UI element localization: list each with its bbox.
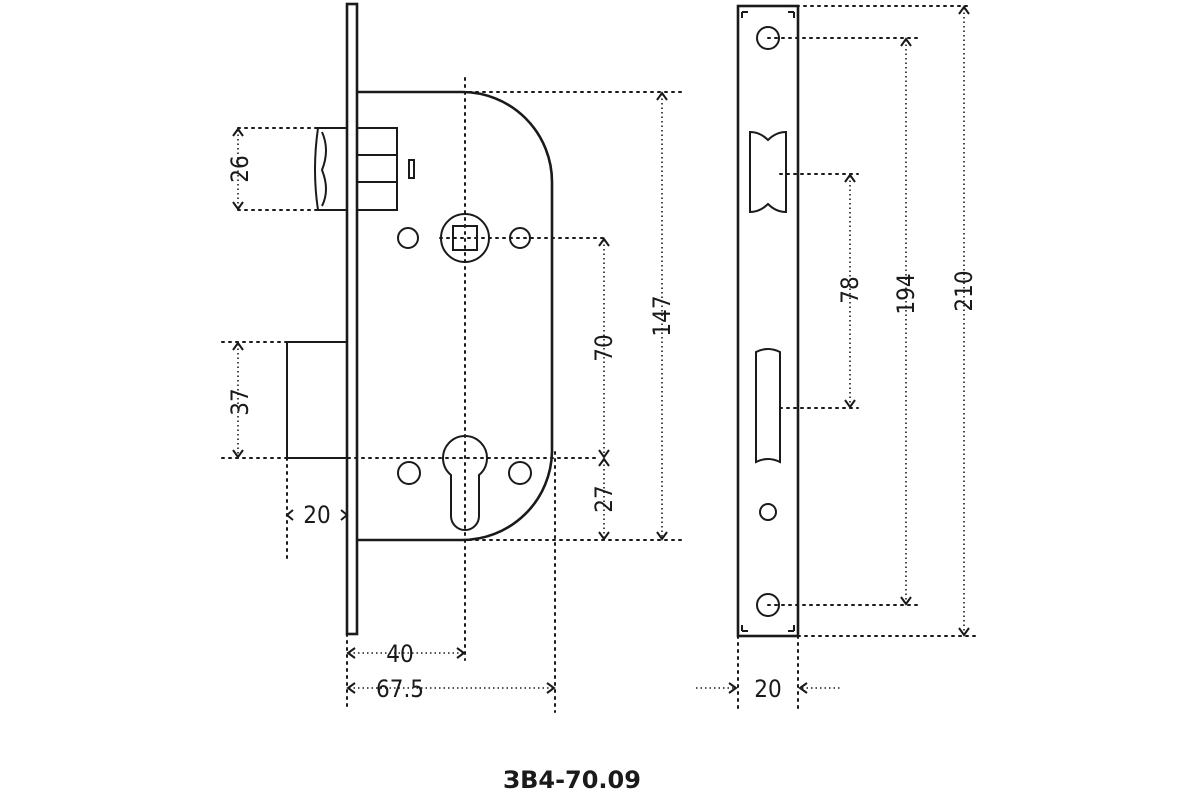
dim-handle-to-cylinder: 70 xyxy=(590,334,618,361)
model-number: ЗВ4-70.09 xyxy=(503,766,641,794)
lock-body-view: 26 37 20 70 27 147 40 67.5 xyxy=(221,2,685,713)
dim-case-height: 147 xyxy=(648,295,676,336)
latch-bolt xyxy=(314,127,415,211)
dim-faceplate-width: 20 xyxy=(754,675,781,703)
dim-cylinder-to-bottom: 27 xyxy=(590,485,618,512)
dim-bolt-throw: 20 xyxy=(303,501,330,529)
top-screw-hole xyxy=(756,26,780,50)
faceplate-view: 78 194 210 20 xyxy=(696,4,979,711)
latch-opening xyxy=(749,130,787,214)
cylinder-cutout xyxy=(397,435,532,531)
dim-case-depth: 67.5 xyxy=(376,675,424,703)
lock-case xyxy=(357,90,554,542)
bolt-opening xyxy=(755,348,781,464)
bottom-screw-hole xyxy=(756,593,780,617)
dim-bolt-height: 37 xyxy=(226,388,254,415)
dim-strike-holes: 194 xyxy=(892,273,920,314)
dim-latch-height: 26 xyxy=(226,155,254,182)
mid-screw-hole xyxy=(759,503,777,521)
dead-bolt xyxy=(286,341,348,459)
faceplate xyxy=(736,4,800,638)
dim-backset: 40 xyxy=(386,640,413,668)
forend-plate xyxy=(345,2,359,636)
dim-strike-opening: 78 xyxy=(836,276,864,303)
dim-faceplate-height: 210 xyxy=(950,270,978,311)
